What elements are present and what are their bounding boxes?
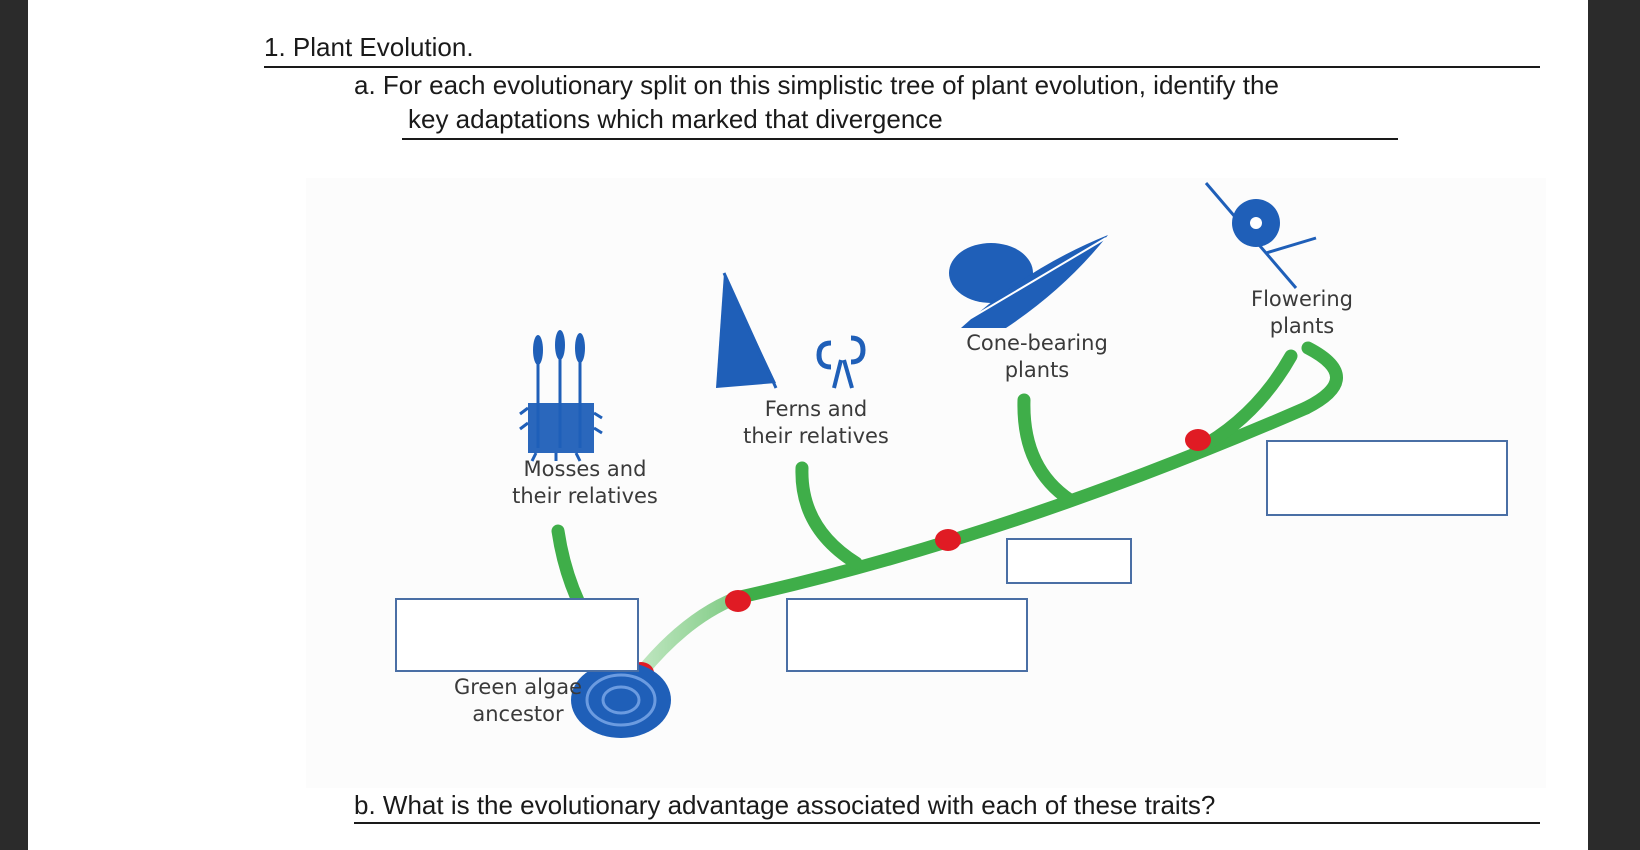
answer-box-flowering-split[interactable] <box>1266 440 1508 516</box>
label-mosses-line2: their relatives <box>512 484 658 508</box>
plant-evolution-tree: Mosses and their relatives Ferns and the… <box>306 178 1546 788</box>
tree-diagram <box>519 182 1343 738</box>
part-a-prompt-line2: key adaptations which marked that diverg… <box>408 104 943 134</box>
branch-flowering <box>1299 341 1343 415</box>
label-cones: Cone-bearing plants <box>966 330 1108 384</box>
branch-cones <box>1017 393 1077 507</box>
question-title: 1. Plant Evolution. <box>264 32 474 62</box>
label-mosses-line1: Mosses and <box>523 457 647 481</box>
label-cones-line2: plants <box>1004 358 1070 382</box>
label-mosses: Mosses and their relatives <box>512 456 658 510</box>
label-flowering-line2: plants <box>1269 314 1335 338</box>
label-ferns-line2: their relatives <box>743 424 889 448</box>
algae-illustration <box>571 662 671 738</box>
part-a-prompt-line1: a. For each evolutionary split on this s… <box>354 70 1279 100</box>
answer-box-mosses-split[interactable] <box>395 598 639 672</box>
branch-main <box>729 401 1313 605</box>
fern-illustration <box>716 272 866 389</box>
split-marker-cones <box>1185 429 1211 451</box>
split-marker-mosses <box>725 590 751 612</box>
label-cones-line1: Cone-bearing <box>966 331 1108 355</box>
cone-illustration <box>949 235 1108 328</box>
label-algae-line2: ancestor <box>472 702 564 726</box>
label-flowering: Flowering plants <box>1251 286 1353 340</box>
branch-root-right <box>634 591 743 680</box>
worksheet-page: 1. Plant Evolution. a. For each evolutio… <box>28 0 1588 850</box>
label-algae: Green algae ancestor <box>454 674 582 728</box>
part-b-prompt: b. What is the evolutionary advantage as… <box>354 790 1216 820</box>
answer-box-ferns-split[interactable] <box>786 598 1028 672</box>
flower-illustration <box>1204 182 1317 289</box>
title-underline <box>264 66 1540 68</box>
split-marker-ferns <box>935 529 961 551</box>
label-ferns: Ferns and their relatives <box>743 396 889 450</box>
part-b-underline <box>354 822 1540 824</box>
branch-ferns <box>795 461 863 570</box>
label-ferns-line1: Ferns and <box>764 397 868 421</box>
moss-illustration <box>519 330 603 462</box>
part-a-underline <box>402 138 1398 140</box>
label-algae-line1: Green algae <box>453 675 583 699</box>
label-flowering-line1: Flowering <box>1251 287 1353 311</box>
answer-box-cones-split[interactable] <box>1006 538 1132 584</box>
